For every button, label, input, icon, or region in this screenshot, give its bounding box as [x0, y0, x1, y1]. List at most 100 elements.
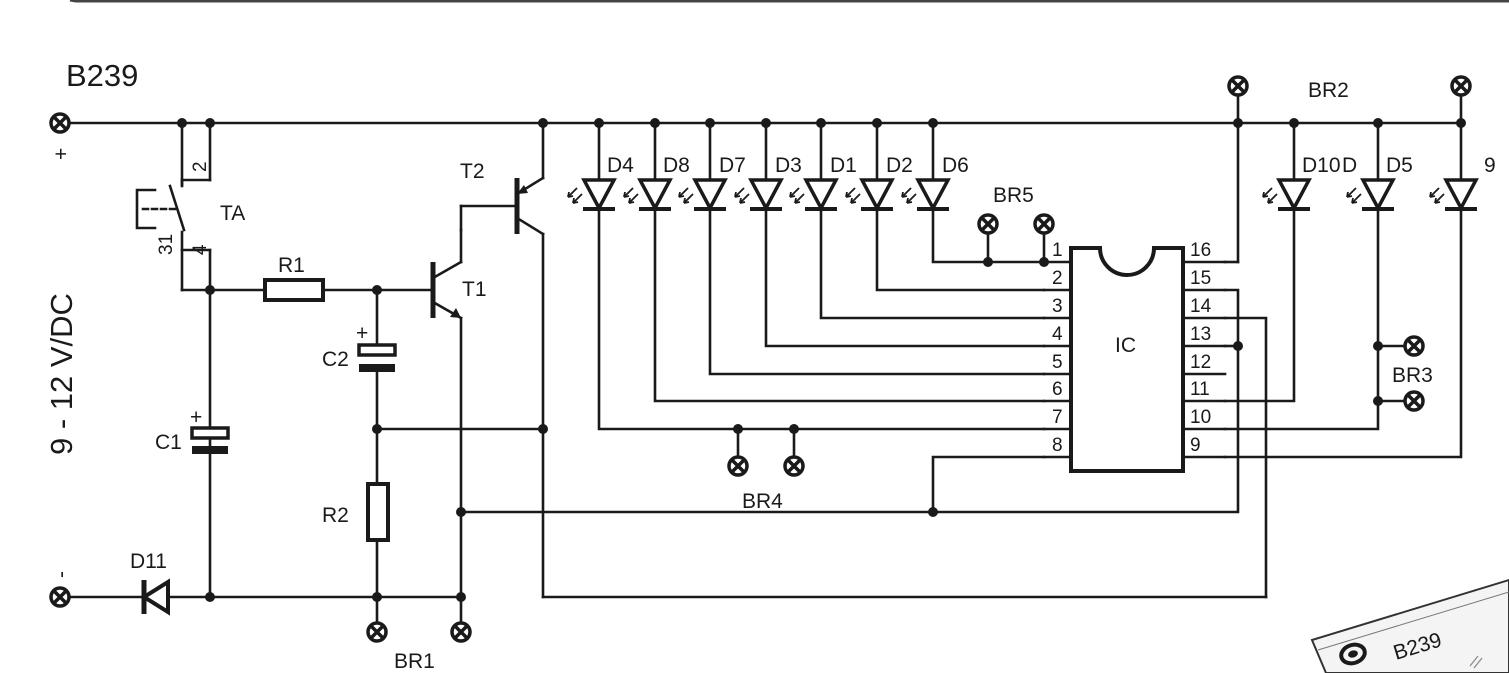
br2-label: BR2 [1308, 79, 1349, 102]
switch-pin-4: 4 [190, 244, 211, 255]
br5-terminal-right [1033, 213, 1055, 235]
junction-dot [205, 285, 215, 295]
junction-dot [205, 118, 215, 128]
junction-dot [1456, 118, 1466, 128]
led-d4-label: D4 [607, 154, 634, 177]
br1-terminal-right [450, 621, 472, 643]
switch-pin-2: 2 [190, 161, 211, 172]
capacitor-c2-label: C2 [322, 348, 349, 371]
ic-pin-4: 4 [1052, 324, 1063, 345]
ic-chip [1069, 246, 1185, 473]
led-right-2 [1429, 121, 1479, 212]
supply-voltage-label: 9 - 12 V/DC [44, 293, 79, 455]
junction-dot [733, 424, 743, 434]
capacitor-c2 [357, 343, 397, 372]
ic-pin-16: 16 [1190, 240, 1211, 261]
junction-dot [372, 592, 382, 602]
junction-dot [538, 424, 548, 434]
page-frame-edge [69, 0, 1509, 3]
junction-dot [1373, 118, 1383, 128]
ic-pin-14: 14 [1190, 296, 1212, 317]
transistor-t1 [430, 228, 463, 634]
led-d2-label: D2 [886, 154, 913, 177]
ic-pin-2: 2 [1052, 268, 1063, 289]
switch-pin-31: 31 [156, 234, 177, 255]
ic-pin-6: 6 [1052, 379, 1063, 400]
junction-dot [177, 118, 187, 128]
pcb-board-corner [1310, 578, 1509, 673]
ic-pin-7: 7 [1052, 407, 1063, 428]
ic-pin-13: 13 [1190, 324, 1211, 345]
right-side-traces [931, 84, 1463, 599]
junction-dot [1039, 257, 1049, 267]
transistor-t1-label: T1 [462, 278, 487, 301]
led-1 [623, 121, 673, 212]
switch-label: TA [220, 202, 245, 225]
led-d7-label: D7 [719, 154, 746, 177]
br3-terminal-top [1403, 335, 1425, 357]
ic-pin-1: 1 [1052, 240, 1063, 261]
ic-pin-15: 15 [1190, 268, 1211, 289]
junction-dot [1373, 341, 1383, 351]
br3-terminal-bottom [1403, 390, 1425, 412]
junction-dot [1233, 118, 1243, 128]
led-3 [734, 121, 784, 212]
junction-dot [1373, 396, 1383, 406]
br1-terminal-left [366, 621, 388, 643]
capacitor-c1-label: C1 [155, 431, 182, 454]
led-right-1 [1346, 121, 1396, 212]
resistor-r2 [366, 482, 390, 542]
junction-dot [205, 592, 215, 602]
capacitor-c1 [190, 426, 230, 454]
resistor-r2-label: R2 [322, 504, 349, 527]
led-d5-label: D5 [1386, 154, 1413, 177]
junction-dot [761, 118, 771, 128]
br4-terminal-left [727, 455, 749, 477]
junction-dot [816, 118, 826, 128]
ic-pin-10: 10 [1190, 407, 1211, 428]
led-d-prefix: D [1342, 154, 1357, 177]
junction-dot [1233, 341, 1243, 351]
right-led-row [1262, 121, 1479, 212]
transistor-t2-label: T2 [460, 160, 485, 183]
led-to-ic-traces [459, 208, 1046, 514]
br2-terminal-left [1227, 75, 1249, 97]
led-4 [789, 121, 839, 212]
ic-pin-underlines [1042, 260, 1227, 459]
junction-dot [372, 285, 382, 295]
ic-pin-3: 3 [1052, 296, 1063, 317]
switch-ta [135, 121, 212, 599]
junction-dot [872, 118, 882, 128]
junction-dot [456, 592, 466, 602]
led-d3-label: D3 [775, 154, 802, 177]
led-right-0 [1262, 121, 1312, 212]
ic-pin-9: 9 [1190, 435, 1201, 456]
junction-dots [177, 118, 1466, 602]
junction-dot [456, 507, 466, 517]
junction-dot [983, 257, 993, 267]
board-title: B239 [66, 58, 138, 93]
ic-pin-12: 12 [1190, 352, 1211, 373]
minus-terminal [49, 586, 71, 608]
junction-dot [1289, 118, 1299, 128]
ic-pin-5: 5 [1052, 352, 1063, 373]
junction-dot [789, 424, 799, 434]
junction-dot [705, 118, 715, 128]
resistor-r1-label: R1 [278, 254, 305, 277]
junction-dot [372, 424, 382, 434]
junction-dot [650, 118, 660, 128]
transistor-t2 [459, 121, 1268, 599]
resistor-r1 [263, 278, 325, 302]
br5-label: BR5 [993, 184, 1034, 207]
junction-dot [928, 118, 938, 128]
led-d1-label: D1 [830, 154, 857, 177]
ic-pin-8: 8 [1052, 435, 1063, 456]
plus-terminal [49, 112, 71, 134]
br4-label: BR4 [742, 490, 783, 513]
led-d8-label: D8 [663, 154, 690, 177]
diode-d11-label: D11 [130, 550, 167, 573]
br5-terminal-left [977, 213, 999, 235]
c2-polarity: + [356, 322, 368, 345]
br1-label: BR1 [394, 650, 435, 673]
